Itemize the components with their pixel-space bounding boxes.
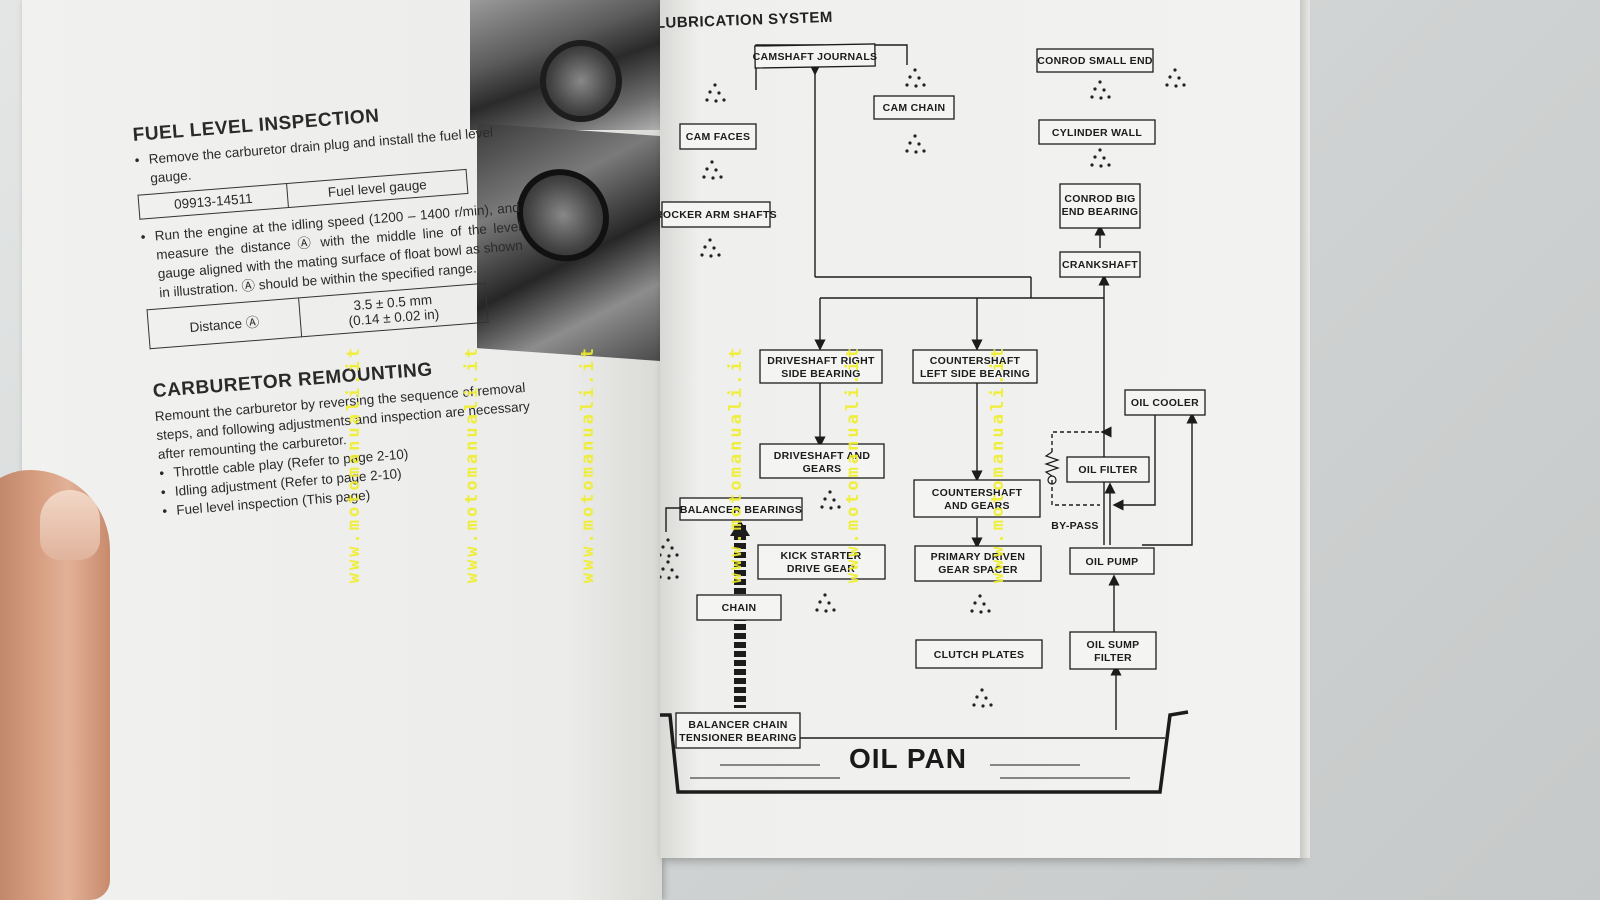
box-primary-driven-1: PRIMARY DRIVEN — [931, 551, 1026, 563]
box-oil-filter: OIL FILTER — [1078, 464, 1137, 476]
box-rocker-arm-shafts: ROCKER ARM SHAFTS — [660, 209, 777, 221]
spec-label: Distance Ⓐ — [147, 297, 302, 349]
tool-name: Fuel level gauge — [286, 169, 468, 208]
box-balancer-tensioner-1: BALANCER CHAIN — [688, 719, 787, 731]
box-driveshaft-gears-1: DRIVESHAFT AND — [774, 450, 871, 462]
box-cam-faces: CAM FACES — [686, 131, 751, 143]
oil-pan-label: OIL PAN — [849, 743, 967, 774]
watermark-5: www.motomanuali.it — [843, 345, 863, 584]
box-balancer-bearings: BALANCER BEARINGS — [680, 504, 802, 516]
box-driveshaft-right-2: SIDE BEARING — [781, 368, 860, 380]
box-cam-chain: CAM CHAIN — [883, 102, 946, 114]
box-countershaft-left-2: LEFT SIDE BEARING — [920, 368, 1030, 380]
oil-pan: OIL PAN — [660, 710, 1189, 794]
box-oil-sump-2: FILTER — [1094, 652, 1132, 664]
watermark-4: www.motomanuali.it — [726, 345, 746, 584]
box-chain: CHAIN — [722, 602, 757, 614]
diagram-title: LUBRICATION SYSTEM — [660, 9, 833, 32]
spec-value: 3.5 ± 0.5 mm (0.14 ± 0.02 in) — [298, 283, 489, 337]
box-crankshaft: CRANKSHAFT — [1062, 259, 1138, 271]
carburetor-photo-top — [470, 0, 662, 130]
box-kick-starter-2: DRIVE GEAR — [787, 563, 855, 575]
left-page: FUEL LEVEL INSPECTION Remove the carbure… — [22, 0, 662, 900]
watermark-3: www.motomanuali.it — [578, 345, 598, 584]
box-primary-driven-2: GEAR SPACER — [938, 564, 1018, 576]
lubrication-diagram: LUBRICATION SYSTEM — [660, 9, 1206, 794]
watermark-2: www.motomanuali.it — [462, 345, 482, 584]
box-driveshaft-right-1: DRIVESHAFT RIGHT — [767, 355, 875, 367]
box-oil-sump-1: OIL SUMP — [1087, 639, 1140, 651]
box-conrod-big-end-1: CONROD BIG — [1064, 193, 1135, 205]
box-oil-pump: OIL PUMP — [1086, 556, 1139, 568]
watermark-6: www.motomanuali.it — [988, 345, 1008, 584]
box-countershaft-gears-1: COUNTERSHAFT — [932, 487, 1023, 499]
right-page: LUBRICATION SYSTEM — [660, 0, 1300, 858]
box-camshaft-journals: CAMSHAFT JOURNALS — [753, 51, 878, 63]
thumb-nail — [40, 490, 100, 560]
box-balancer-tensioner-2: TENSIONER BEARING — [679, 732, 797, 744]
tool-code: 09913-14511 — [138, 183, 289, 220]
box-conrod-small-end: CONROD SMALL END — [1037, 55, 1153, 67]
page-edge — [1300, 0, 1310, 858]
box-countershaft-gears-2: AND GEARS — [944, 500, 1010, 512]
box-oil-cooler: OIL COOLER — [1131, 397, 1199, 409]
label-bypass: BY-PASS — [1051, 520, 1098, 532]
box-clutch-plates: CLUTCH PLATES — [934, 649, 1025, 661]
box-kick-starter-1: KICK STARTER — [781, 550, 862, 562]
box-driveshaft-gears-2: GEARS — [803, 463, 842, 475]
box-countershaft-left-1: COUNTERSHAFT — [930, 355, 1021, 367]
box-cylinder-wall: CYLINDER WALL — [1052, 127, 1143, 139]
box-conrod-big-end-2: END BEARING — [1062, 206, 1139, 218]
watermark-1: www.motomanuali.it — [344, 345, 364, 584]
